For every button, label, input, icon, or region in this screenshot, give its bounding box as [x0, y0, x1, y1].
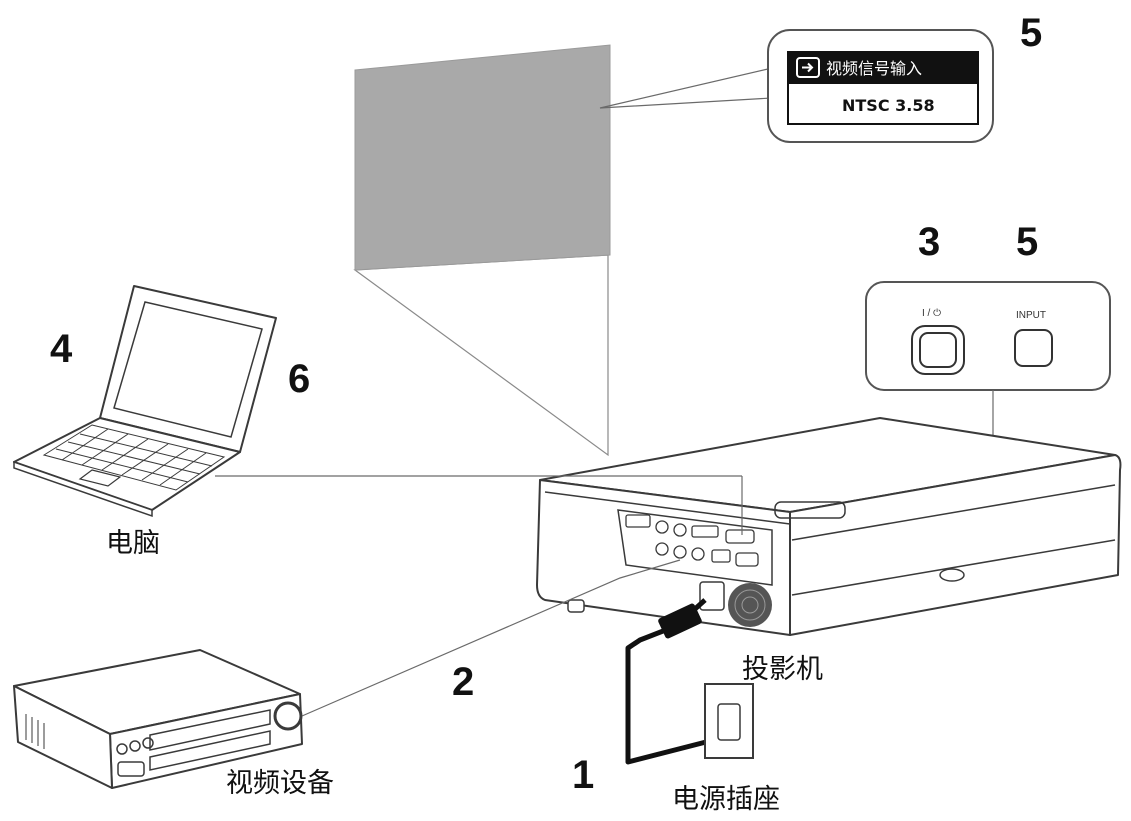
projector-front	[789, 454, 1122, 636]
input-button-label: INPUT	[1016, 310, 1046, 321]
control-panel-callout: I / ⏻ INPUT	[789, 281, 1111, 515]
video-device	[13, 649, 303, 789]
projection-screen-group	[353, 44, 611, 457]
power-button-label: I / ⏻	[922, 308, 941, 319]
projection-beam	[353, 254, 609, 457]
input-button	[1014, 329, 1053, 367]
projection-screen	[354, 44, 611, 271]
video-device-knob	[273, 701, 303, 731]
projector-io-panel	[617, 509, 773, 586]
projector-top-buttons	[774, 501, 846, 519]
power-button-step-number: 3	[918, 220, 940, 264]
projector-ac-inlet	[699, 581, 725, 611]
computer-label: 电脑	[106, 528, 160, 559]
power-plug-projector-end	[658, 603, 702, 639]
osd-callout-pointer	[599, 67, 773, 109]
laptop-touchpad	[78, 469, 122, 487]
control-panel-frame	[865, 281, 1111, 391]
projector-fan-grille	[728, 583, 772, 627]
projector-ports	[625, 514, 759, 567]
osd-title: 视频信号输入	[826, 59, 922, 78]
computer-step-number-6: 6	[288, 357, 310, 401]
input-button-step-number: 5	[1016, 220, 1038, 264]
projector	[536, 417, 1122, 636]
video-device-label: 视频设备	[226, 768, 334, 799]
projector-label: 投影机	[742, 654, 823, 685]
power-button	[919, 332, 957, 368]
laptop	[13, 285, 277, 518]
osd-step-number: 5	[1020, 11, 1042, 55]
input-arrow-icon	[796, 57, 820, 78]
video-cable-step-number: 2	[452, 660, 474, 704]
projector-lens-indicator	[939, 568, 965, 582]
video-device-side	[13, 685, 113, 789]
projector-rear	[536, 479, 791, 636]
projector-foot-left	[567, 599, 585, 613]
power-outlet-step-number: 1	[572, 753, 594, 797]
video-cable	[301, 559, 681, 717]
computer-step-number-4: 4	[50, 327, 73, 371]
wall-outlet-plate	[704, 683, 754, 759]
laptop-display	[113, 301, 263, 438]
osd-value: NTSC 3.58	[842, 96, 935, 115]
wall-outlet	[704, 683, 754, 759]
wall-outlet-label: 电源插座	[672, 784, 780, 815]
osd-callout: 视频信号输入 NTSC 3.58	[599, 29, 994, 143]
laptop-keyboard	[42, 424, 226, 491]
